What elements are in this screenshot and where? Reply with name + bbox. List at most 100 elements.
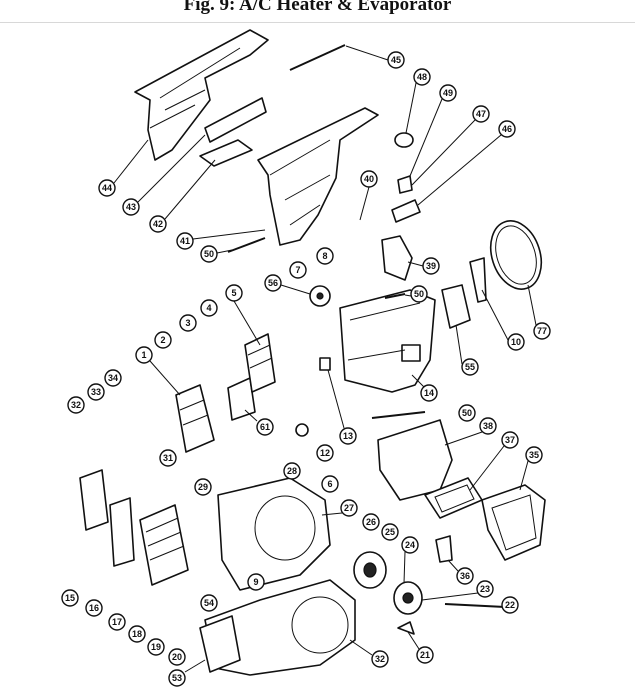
svg-text:29: 29	[198, 482, 208, 492]
callout-48: 48	[413, 68, 431, 86]
svg-text:45: 45	[391, 55, 401, 65]
callout-53: 53	[168, 669, 186, 687]
svg-text:8: 8	[322, 251, 327, 261]
svg-text:13: 13	[343, 431, 353, 441]
svg-text:22: 22	[505, 600, 515, 610]
svg-text:48: 48	[417, 72, 427, 82]
part-evaporator-core	[175, 384, 215, 453]
svg-text:41: 41	[180, 236, 190, 246]
callout-56: 56	[264, 274, 282, 292]
callout-24: 24	[401, 536, 419, 554]
callout-55: 55	[461, 358, 479, 376]
callout-13: 13	[339, 427, 357, 445]
svg-text:23: 23	[480, 584, 490, 594]
part-distribution-duct	[134, 29, 269, 161]
svg-text:54: 54	[204, 598, 214, 608]
svg-text:35: 35	[529, 450, 539, 460]
svg-text:43: 43	[126, 202, 136, 212]
svg-text:37: 37	[505, 435, 515, 445]
callout-6: 6	[321, 475, 339, 493]
callout-15: 15	[61, 589, 79, 607]
part-drain	[319, 357, 331, 371]
callout-2: 2	[154, 331, 172, 349]
part-actuator-motor	[309, 285, 331, 307]
part-gasket	[441, 284, 471, 329]
part-air-duct	[481, 484, 546, 561]
svg-text:5: 5	[231, 288, 236, 298]
svg-text:47: 47	[476, 109, 486, 119]
svg-text:16: 16	[89, 603, 99, 613]
svg-text:18: 18	[132, 629, 142, 639]
svg-text:40: 40	[364, 174, 374, 184]
callout-17: 17	[108, 613, 126, 631]
part-grommet	[295, 423, 309, 437]
svg-text:53: 53	[172, 673, 182, 683]
part-seal-plate	[199, 139, 253, 167]
part-screw	[384, 293, 406, 299]
svg-text:26: 26	[366, 517, 376, 527]
svg-text:61: 61	[260, 422, 270, 432]
part-bracket	[469, 257, 487, 303]
callout-44: 44	[98, 179, 116, 197]
part-evaporator-case	[339, 289, 436, 393]
callout-61: 61	[256, 418, 274, 436]
callout-77: 77	[533, 322, 551, 340]
svg-text:32: 32	[375, 654, 385, 664]
callout-54: 54	[200, 594, 218, 612]
svg-text:50: 50	[414, 289, 424, 299]
callout-28: 28	[283, 462, 301, 480]
part-control-rod	[289, 44, 346, 71]
callout-36: 36	[456, 567, 474, 585]
callout-41: 41	[176, 232, 194, 250]
svg-text:19: 19	[151, 642, 161, 652]
callout-10: 10	[507, 333, 525, 351]
callout-50-mid: 50	[410, 285, 428, 303]
callout-8: 8	[316, 247, 334, 265]
svg-text:20: 20	[172, 652, 182, 662]
figure-title: Fig. 9: A/C Heater & Evaporator	[183, 0, 452, 15]
callout-32-bottom: 32	[371, 650, 389, 668]
callout-47: 47	[472, 105, 490, 123]
callout-34: 34	[104, 369, 122, 387]
part-blower-housing	[217, 477, 331, 591]
svg-text:3: 3	[185, 318, 190, 328]
callout-33: 33	[87, 383, 105, 401]
svg-text:38: 38	[483, 421, 493, 431]
callout-9: 9	[247, 573, 265, 591]
part-resistor	[435, 535, 453, 563]
callout-31: 31	[159, 449, 177, 467]
svg-text:31: 31	[163, 453, 173, 463]
callout-25: 25	[381, 523, 399, 541]
callout-50-low: 50	[458, 404, 476, 422]
part-mounting-bracket	[227, 377, 256, 421]
callout-45: 45	[387, 51, 405, 69]
callout-19: 19	[147, 638, 165, 656]
callout-21: 21	[416, 646, 434, 664]
part-link-rod	[227, 237, 266, 253]
figure-header: Fig. 9: A/C Heater & Evaporator	[0, 0, 635, 23]
svg-text:49: 49	[443, 88, 453, 98]
callout-35: 35	[525, 446, 543, 464]
part-long-screw	[444, 603, 506, 608]
svg-text:46: 46	[502, 124, 512, 134]
svg-text:15: 15	[65, 593, 75, 603]
svg-text:27: 27	[344, 503, 354, 513]
callout-38: 38	[479, 417, 497, 435]
callout-22: 22	[501, 596, 519, 614]
svg-text:21: 21	[420, 650, 430, 660]
callout-18: 18	[128, 625, 146, 643]
part-clip	[397, 621, 415, 635]
part-blower-motor	[393, 581, 423, 615]
part-door-plate	[204, 97, 267, 143]
callout-32-left: 32	[67, 396, 85, 414]
part-cable-rod	[371, 411, 426, 419]
svg-text:24: 24	[405, 540, 415, 550]
callout-23: 23	[476, 580, 494, 598]
callout-42: 42	[149, 215, 167, 233]
svg-text:10: 10	[511, 337, 521, 347]
svg-text:39: 39	[426, 261, 436, 271]
svg-text:42: 42	[153, 219, 163, 229]
svg-text:6: 6	[327, 479, 332, 489]
svg-text:36: 36	[460, 571, 470, 581]
callout-14: 14	[420, 384, 438, 402]
